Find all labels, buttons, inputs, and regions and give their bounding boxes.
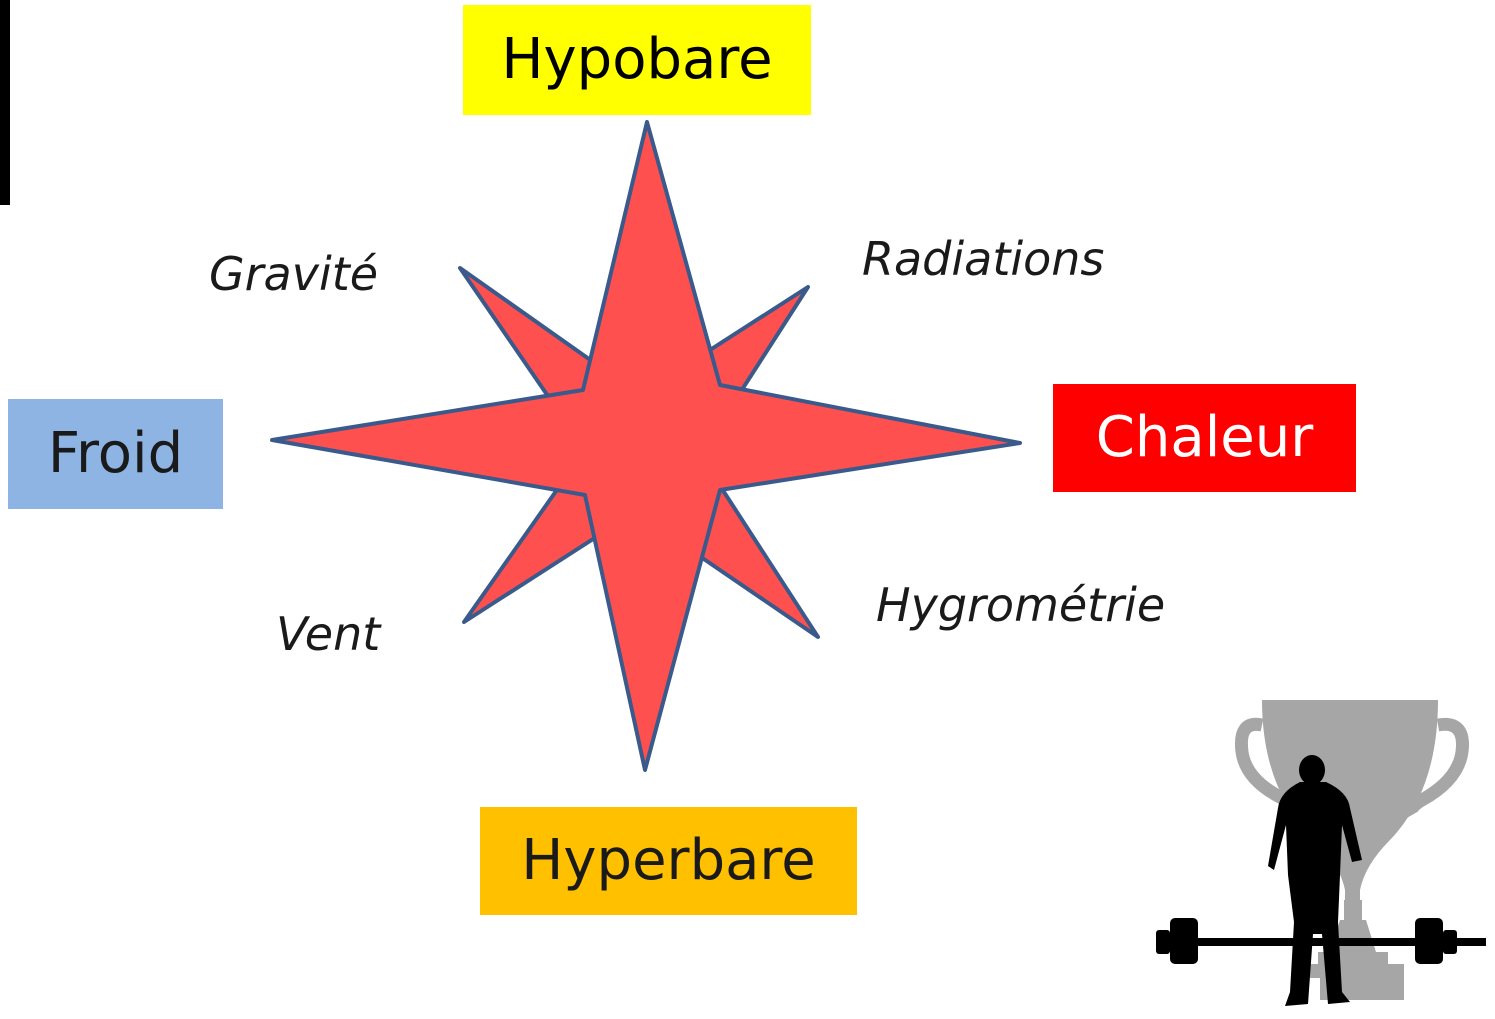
trophy-weightlifter-illustration [1150, 690, 1495, 1019]
gravite-label: Gravité [209, 247, 378, 301]
chaleur-label-box: Chaleur [1053, 384, 1356, 492]
froid-text: Froid [48, 426, 183, 482]
star-cardinal-points [272, 122, 1020, 770]
hygrometrie-label: Hygrométrie [876, 578, 1165, 632]
vent-label: Vent [276, 607, 380, 661]
hypobare-text: Hypobare [501, 32, 772, 88]
hyperbare-label-box: Hyperbare [480, 807, 857, 915]
froid-label-box: Froid [8, 399, 223, 509]
chaleur-text: Chaleur [1096, 410, 1313, 466]
radiations-label: Radiations [862, 232, 1104, 286]
hyperbare-text: Hyperbare [521, 833, 815, 889]
hypobare-label-box: Hypobare [463, 5, 811, 115]
